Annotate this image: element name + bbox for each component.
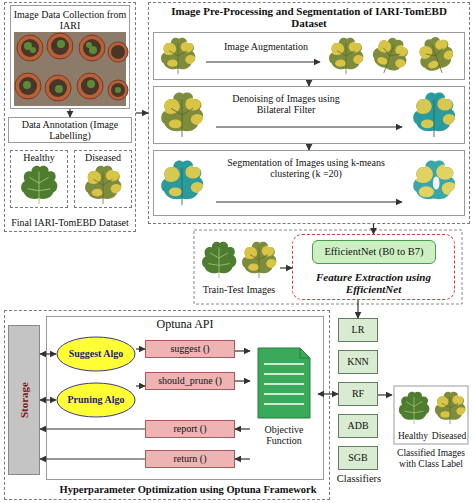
node-label: Final IARI-TomEBD Dataset: [5, 217, 135, 228]
node-label: Optuna API: [47, 318, 323, 331]
node-label: RF: [350, 388, 366, 399]
method-box: suggest (): [145, 340, 235, 358]
flow-arrow: [235, 380, 250, 381]
flow-arrow: [136, 385, 145, 386]
node-label: EfficientNet (B0 to B7): [322, 246, 425, 258]
node-label: Train-Test Images: [198, 284, 280, 295]
algo-ellipse: Pruning Algo: [56, 382, 136, 418]
node-label: Image Augmentation: [206, 41, 326, 52]
classifier-box: RF: [338, 382, 378, 406]
flow-arrow: [280, 267, 292, 268]
node-label: ADB: [345, 420, 370, 431]
method-box: report (): [145, 420, 235, 438]
node-label: Storage: [16, 382, 32, 418]
node-label: Healthy: [11, 152, 67, 163]
flow-arrow: [235, 428, 250, 429]
classifier-box: ADB: [338, 414, 378, 438]
node-label: Feature Extraction using EfficientNet: [295, 271, 452, 296]
flow-arrow: [40, 353, 56, 354]
class-box: Healthy: [10, 150, 68, 208]
ellipse-shape: [57, 337, 135, 371]
flow-arrow: [40, 428, 145, 429]
flow-arrow: [378, 394, 392, 395]
classifier-box: LR: [338, 318, 378, 342]
class-box: Diseased: [74, 150, 132, 208]
node-label: Suggest Algo: [67, 348, 126, 359]
node-label: return (): [171, 453, 208, 464]
flow-arrow: [373, 224, 374, 234]
classifier-box: SGB: [338, 446, 378, 470]
algo-ellipse: Suggest Algo: [56, 336, 136, 372]
node-label: Data Annotation (Image Labelling): [9, 119, 131, 141]
pot-photo: [14, 32, 128, 106]
group-label: Classifiers: [322, 473, 396, 485]
node-label: suggest (): [168, 343, 211, 354]
ellipse-shape: [57, 383, 135, 417]
flow-arrow: [235, 350, 250, 351]
node-label: SGB: [346, 452, 369, 463]
node-label: Diseased: [430, 431, 468, 442]
node-label: Image Data Collection from IARI: [13, 9, 127, 31]
storage-box: Storage: [8, 325, 40, 475]
node-label: Segmentation of Images using k-means clu…: [216, 157, 396, 179]
node-label: Diseased: [75, 152, 131, 163]
node-label: KNN: [345, 356, 371, 367]
flow-arrow: [136, 348, 145, 349]
classifier-box: KNN: [338, 350, 378, 374]
image-group: Train-Test Images: [198, 236, 280, 300]
api-box: Optuna API Suggest AlgoPruning Algo sugges…: [46, 316, 324, 480]
node-label: Image Pre-Processing and Segmentation of…: [153, 5, 465, 30]
node-label: should_prune (): [156, 375, 224, 386]
step-box: Image Augmentation: [153, 32, 465, 80]
flow-arrow: [40, 458, 145, 459]
step-box: Denoising of Images using Bilateral Filt…: [153, 86, 465, 144]
node-label: Denoising of Images using Bilateral Filt…: [216, 93, 356, 115]
process-box: Data Annotation (Image Labelling): [8, 117, 132, 143]
node-label: LR: [350, 324, 367, 335]
step-box: Segmentation of Images using k-means clu…: [153, 150, 465, 216]
flow-arrow: [318, 393, 338, 394]
model-box: EfficientNet (B0 to B7): [312, 240, 436, 264]
photo-box: Image Data Collection from IARI: [10, 5, 130, 109]
group-box: Image Pre-Processing and Segmentation of…: [148, 2, 470, 224]
flow-arrow: [308, 80, 309, 86]
node-label: Classified Images with Class Label: [392, 448, 470, 469]
node-label: Healthy: [396, 431, 430, 442]
group-box: Final IARI-TomEBD Dataset Image Data Coll…: [4, 2, 136, 232]
node-label: report (): [171, 423, 208, 434]
flow-arrow: [235, 458, 250, 459]
flow-arrow: [308, 144, 309, 150]
flow-arrow: [357, 300, 358, 318]
objective-function: Objective Function: [250, 344, 318, 472]
method-box: should_prune (): [145, 372, 235, 390]
group-box: Hyperparameter Optimization using Optuna…: [4, 310, 330, 500]
flow-arrow: [69, 109, 70, 117]
node-label: Hyperparameter Optimization using Optuna…: [47, 484, 329, 496]
feature-box: Feature Extraction using EfficientNet Eff…: [292, 234, 455, 300]
flow-arrow: [40, 399, 56, 400]
output-box: HealthyDiseasedClassified Images with Cl…: [392, 384, 470, 498]
flow-arrow: [136, 112, 148, 113]
method-box: return (): [145, 450, 235, 468]
node-label: Objective Function: [250, 424, 318, 446]
node-label: Pruning Algo: [66, 394, 127, 405]
